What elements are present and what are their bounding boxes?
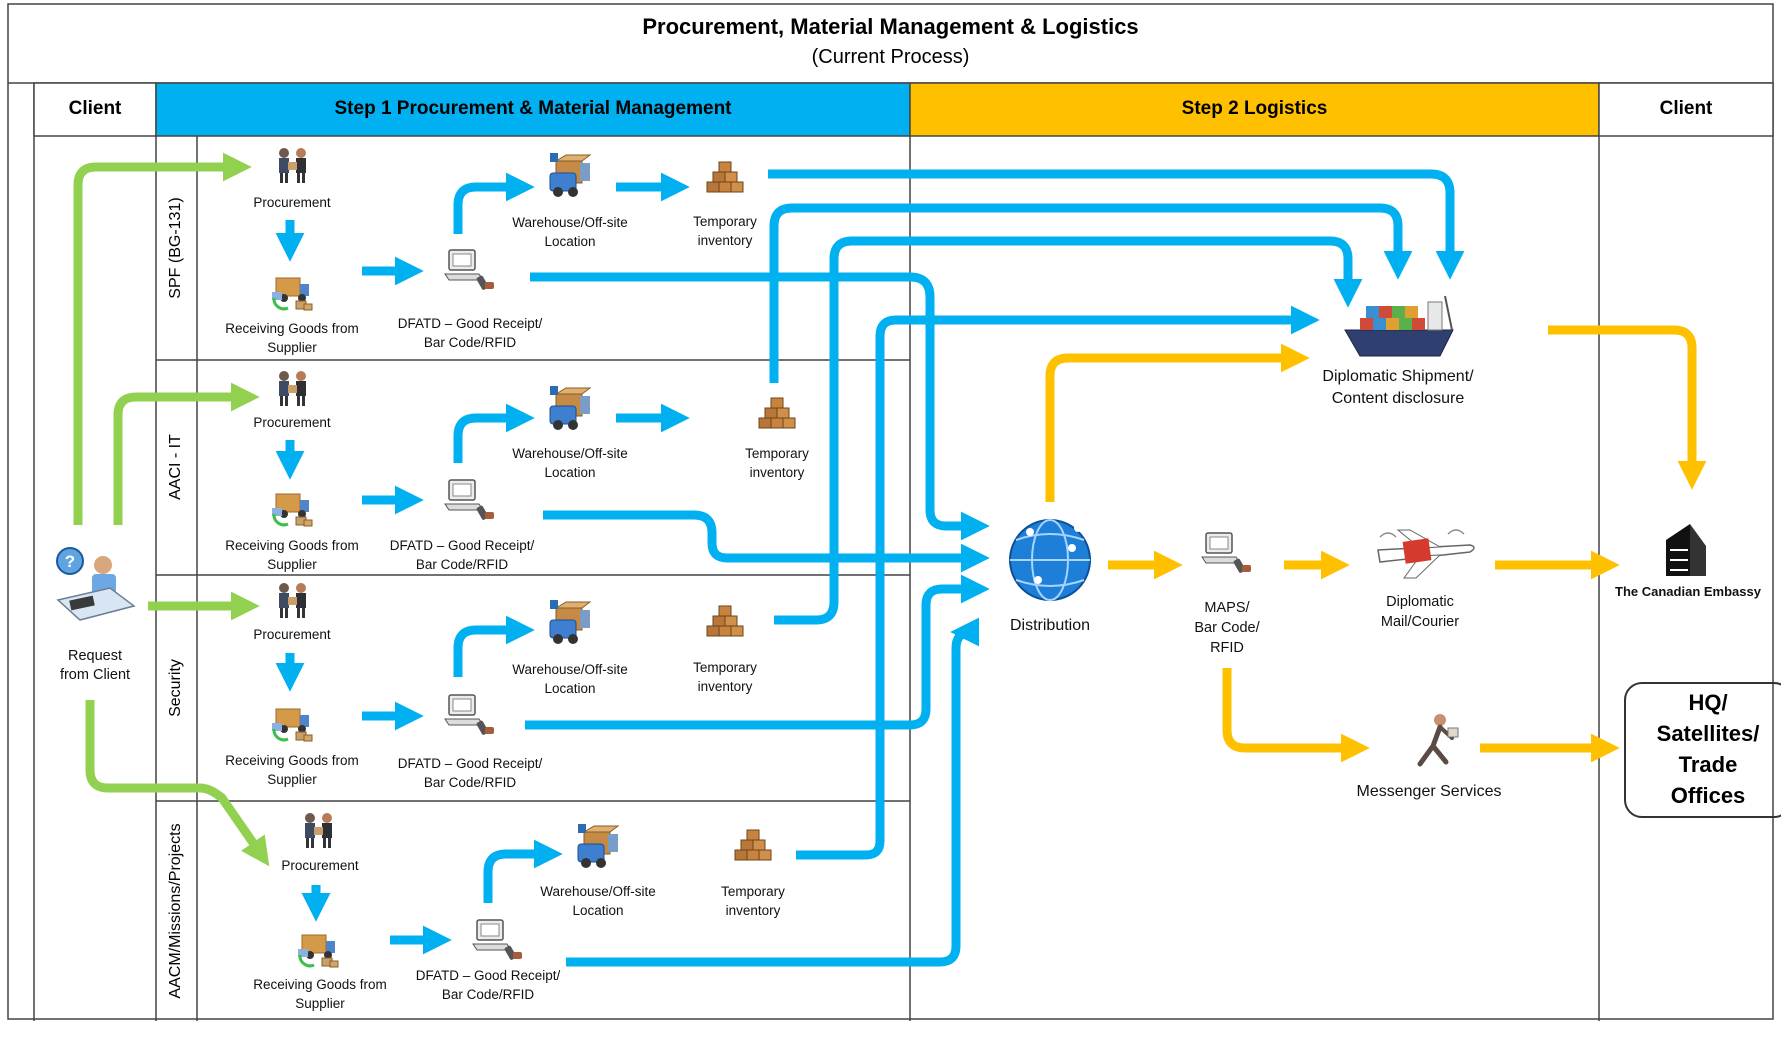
procurement-icon <box>279 583 306 618</box>
procurement-label: Procurement <box>281 858 359 873</box>
step2-header <box>909 82 1600 137</box>
warehouse-icon <box>549 385 591 431</box>
client-right-header-label: Client <box>1659 98 1713 119</box>
logistics-arrows <box>1045 325 1707 763</box>
dfatd-receipt-label: DFATD – Good Receipt/Bar Code/RFID <box>389 538 535 572</box>
maps-barcode-label: MAPS/Bar Code/RFID <box>1194 600 1260 656</box>
procurement-label: Procurement <box>253 415 331 430</box>
globe-icon <box>1009 519 1091 601</box>
step2-header-label: Step 2 Logistics <box>1181 98 1328 119</box>
step1-to-logistics-arrows <box>525 169 1465 967</box>
hq-line: Trade <box>1678 752 1738 777</box>
barcode-scanner-icon <box>472 919 523 962</box>
dfatd-receipt-label: DFATD – Good Receipt/Bar Code/RFID <box>397 756 543 790</box>
dfatd-receipt-label: DFATD – Good Receipt/Bar Code/RFID <box>397 316 543 350</box>
client-header-right <box>1598 82 1774 137</box>
warehouse-icon <box>549 599 591 645</box>
client-header-left <box>33 82 157 137</box>
procurement-icon <box>279 148 306 183</box>
procurement-icon <box>305 813 332 848</box>
hq-line: Offices <box>1670 783 1746 808</box>
hq-line: Satellites/ <box>1656 721 1760 746</box>
receiving-goods-icon <box>270 707 314 743</box>
svg-text:?: ? <box>65 552 75 571</box>
step1-header-label: Step 1 Procurement & Material Management <box>334 98 732 119</box>
warehouse-icon <box>577 823 619 869</box>
client-request-arrows <box>73 152 270 867</box>
receiving-goods-icon <box>296 933 340 969</box>
receiving-goods-icon <box>270 276 314 312</box>
inventory-boxes-icon <box>734 829 772 861</box>
airplane-mail-icon <box>1377 529 1475 579</box>
client-left-header-label: Client <box>68 98 122 119</box>
warehouse-icon <box>549 152 591 198</box>
embassy-building-icon <box>1666 524 1706 576</box>
diplomatic-shipment-label: Diplomatic Shipment/Content disclosure <box>1322 368 1474 407</box>
procurement-label: Procurement <box>253 195 331 210</box>
procurement-icon <box>279 371 306 406</box>
messenger-services-label: Messenger Services <box>1356 783 1502 800</box>
client-helpdesk-icon: ? <box>56 547 136 621</box>
hq-line: HQ/ <box>1688 690 1728 715</box>
barcode-scanner-icon <box>1201 532 1252 575</box>
inventory-boxes-icon <box>758 397 796 429</box>
diagram-subtitle: (Current Process) <box>811 46 970 68</box>
lane-label-spf: SPF (BG-131) <box>167 197 184 299</box>
procurement-label: Procurement <box>253 627 331 642</box>
lane-label-security: Security <box>167 659 184 717</box>
lane-label-aaci: AACI - IT <box>167 434 184 500</box>
inventory-boxes-icon <box>706 161 744 193</box>
receiving-goods-icon <box>270 492 314 528</box>
barcode-scanner-icon <box>444 694 495 737</box>
outer-frame <box>7 3 1774 1020</box>
canadian-embassy-label: The Canadian Embassy <box>1615 584 1761 599</box>
lane-label-aacm: AACM/Missions/Projects <box>167 823 184 999</box>
dfatd-receipt-label: DFATD – Good Receipt/Bar Code/RFID <box>415 968 561 1002</box>
diagram-title: Procurement, Material Management & Logis… <box>642 14 1139 39</box>
messenger-icon <box>1417 714 1459 767</box>
distribution-label: Distribution <box>1009 617 1091 634</box>
step1-internal-arrows <box>275 172 690 955</box>
barcode-scanner-icon <box>444 249 495 292</box>
inventory-boxes-icon <box>706 605 744 637</box>
hq-satellites-box: HQ/ Satellites/ Trade Offices <box>1624 682 1781 818</box>
cargo-ship-icon <box>1344 295 1454 357</box>
barcode-scanner-icon <box>444 479 495 522</box>
